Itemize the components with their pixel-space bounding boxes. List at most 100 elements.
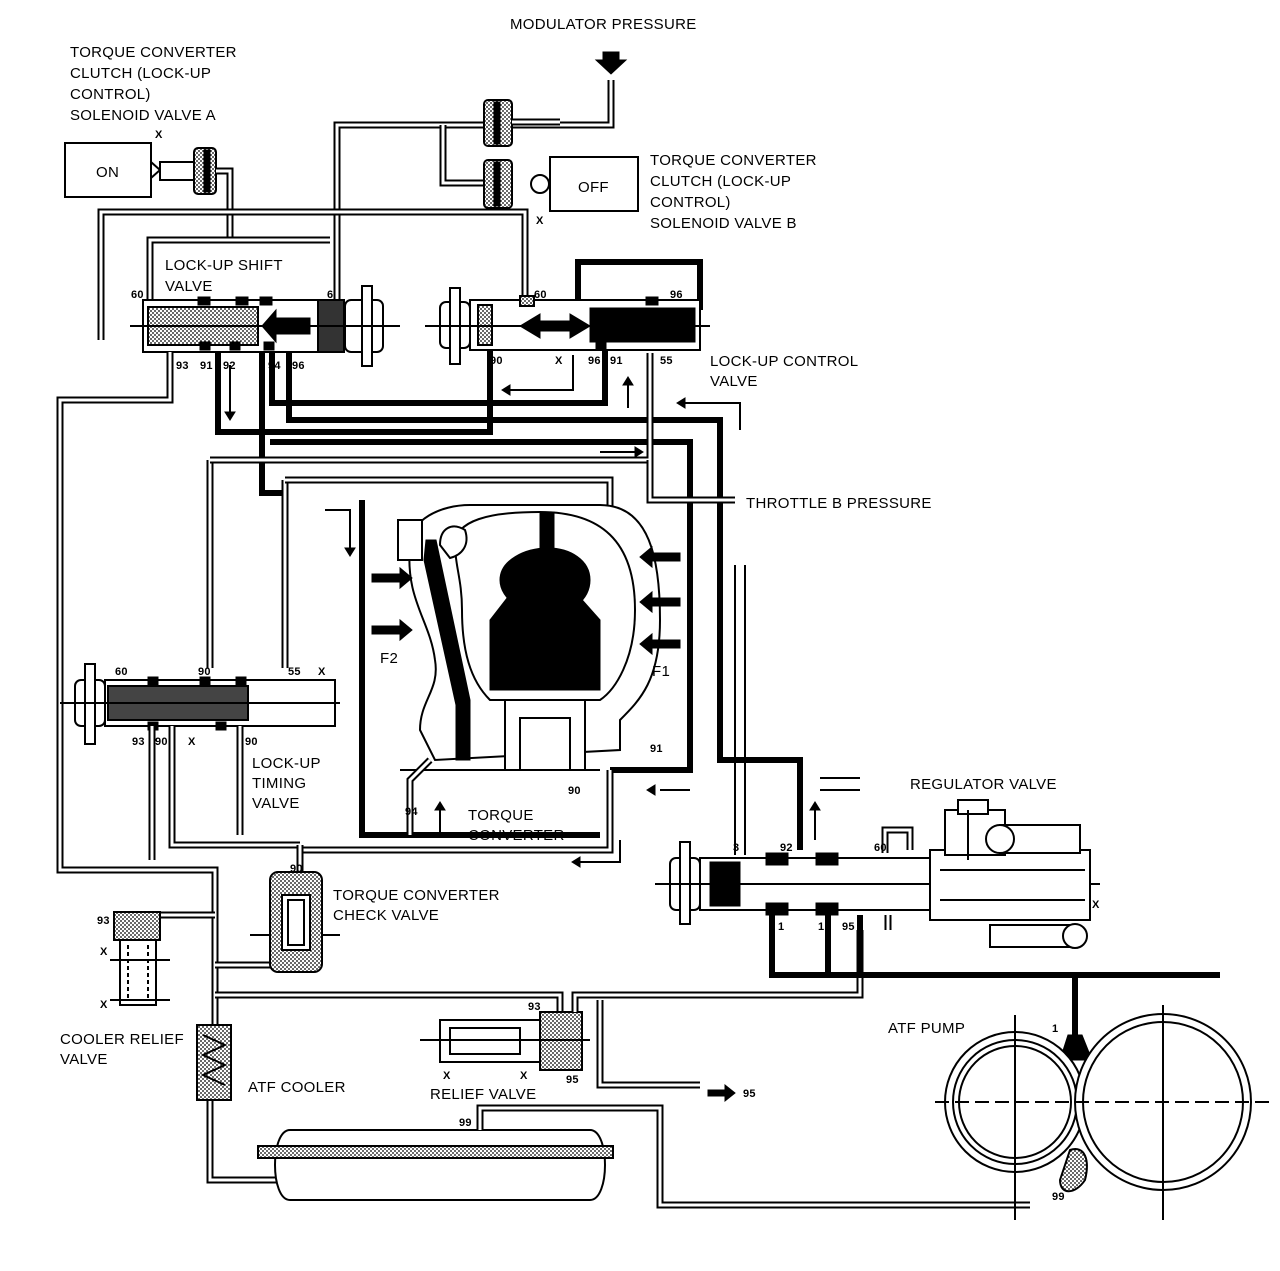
label-lockup-control-2: VALVE	[710, 373, 758, 390]
port-label: X	[318, 666, 326, 678]
port-label: 92	[780, 842, 793, 854]
label-lockup-timing-1: LOCK-UP	[252, 755, 321, 772]
f1-arrow-icon-3	[639, 632, 681, 656]
port-label: 55	[660, 355, 673, 367]
port-label: 94	[268, 360, 281, 372]
port-label: 90	[155, 736, 168, 748]
label-cooler-relief-2: VALVE	[60, 1051, 108, 1068]
label-relief-valve: RELIEF VALVE	[430, 1086, 536, 1103]
label-f1: F1	[652, 663, 670, 680]
lockup-timing-valve	[60, 663, 340, 860]
port-label: X	[100, 946, 108, 958]
port-label: 6	[327, 289, 333, 301]
tc-check-valve	[250, 871, 340, 973]
port-label: 93	[176, 360, 189, 372]
label-regulator-valve: REGULATOR VALVE	[910, 776, 1057, 793]
f2-arrow-icon-1	[371, 566, 413, 590]
port-label: 60	[874, 842, 887, 854]
port-label: 93	[528, 1001, 541, 1013]
port-label: X	[555, 355, 563, 367]
solenoid-a-box	[64, 142, 152, 198]
port-label: 55	[288, 666, 301, 678]
port-label: 3	[733, 842, 739, 854]
solenoid-b-state: OFF	[578, 179, 609, 196]
port-label: 1	[778, 921, 784, 933]
labels: MODULATOR PRESSURE TORQUE CONVERTER CLUT…	[60, 16, 1100, 1203]
f1-arrow-icon-1	[639, 545, 681, 569]
solenoid-b	[483, 99, 639, 212]
label-tc-check-2: CHECK VALVE	[333, 907, 439, 924]
regulator-valve	[655, 565, 1100, 978]
port-label: 90	[290, 863, 303, 875]
label-solenoid-b-4: SOLENOID VALVE B	[650, 215, 797, 232]
control-piping	[56, 350, 803, 860]
port-label: 91	[610, 355, 623, 367]
label-solenoid-b-3: CONTROL)	[650, 194, 731, 211]
port-label: 96	[588, 355, 601, 367]
relief-valve	[420, 930, 864, 1103]
label-solenoid-a-2: CLUTCH (LOCK-UP	[70, 65, 211, 82]
port-label: 90	[245, 736, 258, 748]
port-label: X	[188, 736, 196, 748]
port-label: 1	[818, 921, 824, 933]
port-label: 99	[459, 1117, 472, 1129]
label-modulator-pressure: MODULATOR PRESSURE	[510, 16, 697, 33]
port-label: X	[520, 1070, 528, 1082]
label-atf-pump: ATF PUMP	[888, 1020, 965, 1037]
port-label: 99	[1052, 1191, 1065, 1203]
label-lockup-timing-2: TIMING	[252, 775, 306, 792]
port-label: 95	[842, 921, 855, 933]
port-label: X	[536, 215, 544, 227]
lockup-shift-valve	[97, 208, 529, 367]
port-label: X	[100, 999, 108, 1011]
label-solenoid-a-3: CONTROL)	[70, 86, 151, 103]
port-label: X	[443, 1070, 451, 1082]
port-label: 94	[405, 806, 418, 818]
f2-arrow-icon-2	[371, 618, 413, 642]
port-label: 91	[650, 743, 663, 755]
label-f2: F2	[380, 650, 398, 667]
modulator-arrow-icon	[594, 51, 628, 75]
torque-converter	[300, 500, 690, 868]
label-lockup-timing-3: VALVE	[252, 795, 300, 812]
port-label: 95	[743, 1088, 756, 1100]
port-label: 96	[292, 360, 305, 372]
label-cooler-relief-1: COOLER RELIEF	[60, 1031, 184, 1048]
port-label: 93	[132, 736, 145, 748]
port-label: 60	[534, 289, 547, 301]
port-label: 93	[97, 915, 110, 927]
solenoid-a-state: ON	[96, 164, 119, 181]
f1-arrow-icon-2	[639, 590, 681, 614]
label-lockup-control-1: LOCK-UP CONTROL	[710, 353, 858, 370]
relief-out-arrow-icon	[707, 1083, 736, 1103]
label-solenoid-a-1: TORQUE CONVERTER	[70, 44, 237, 61]
port-label: 91	[200, 360, 213, 372]
port-label: 95	[566, 1074, 579, 1086]
label-tc-check-1: TORQUE CONVERTER	[333, 887, 500, 904]
label-solenoid-b-1: TORQUE CONVERTER	[650, 152, 817, 169]
label-atf-cooler: ATF COOLER	[248, 1079, 346, 1096]
cooler-relief-valve	[110, 911, 170, 1006]
solenoid-a	[64, 142, 234, 240]
port-label: 60	[131, 289, 144, 301]
port-label: 90	[198, 666, 211, 678]
atf-cooler	[196, 1024, 232, 1101]
atf-pump	[860, 972, 1270, 1220]
port-label: 90	[568, 785, 581, 797]
port-label: 96	[670, 289, 683, 301]
port-label: 60	[115, 666, 128, 678]
label-lockup-shift-1: LOCK-UP SHIFT	[165, 257, 283, 274]
port-label: X	[155, 129, 163, 141]
label-throttle-b: THROTTLE B PRESSURE	[746, 495, 932, 512]
sump	[257, 1104, 1030, 1209]
port-label: 90	[490, 355, 503, 367]
label-lockup-shift-2: VALVE	[165, 278, 213, 295]
label-torque-converter-2: CONVERTER	[468, 827, 565, 844]
label-torque-converter-1: TORQUE	[468, 807, 534, 824]
lockup-control-valve	[425, 259, 710, 365]
label-solenoid-b-2: CLUTCH (LOCK-UP	[650, 173, 791, 190]
port-label: X	[1092, 899, 1100, 911]
port-label: 92	[223, 360, 236, 372]
